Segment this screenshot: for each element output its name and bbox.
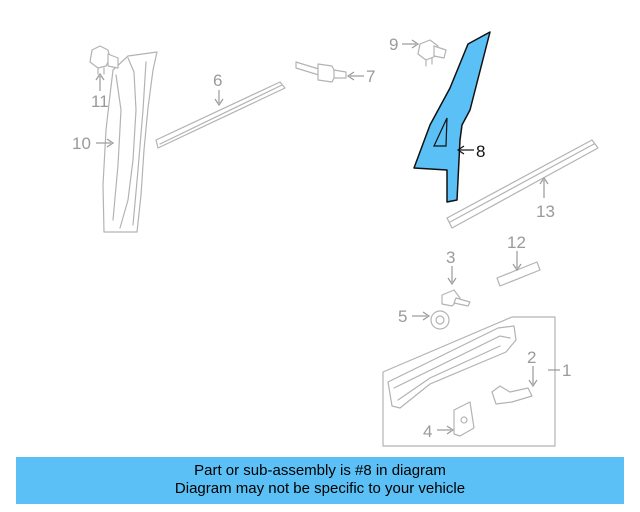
part-8-applique xyxy=(413,31,491,203)
callout-9: 9 xyxy=(389,35,398,54)
callout-7: 7 xyxy=(366,67,375,86)
part-1-door-assembly xyxy=(382,316,556,447)
part-3-screw xyxy=(441,289,471,307)
part-13-moulding xyxy=(446,139,599,229)
callout-5: 5 xyxy=(398,307,407,326)
callout-12: 12 xyxy=(507,233,526,252)
part-9-clip xyxy=(417,39,447,67)
part-10-pillar-trim xyxy=(102,51,158,233)
parts-diagram: 1 2 3 4 5 6 7 8 9 10 11 12 13 xyxy=(72,31,599,447)
callout-1: 1 xyxy=(562,361,571,380)
caption-line-2: Diagram may not be specific to your vehi… xyxy=(174,480,466,497)
part-8-fill xyxy=(413,31,491,203)
part-11-clip xyxy=(89,45,119,75)
part-6-moulding xyxy=(155,81,286,149)
leader-lines xyxy=(95,39,560,435)
callout-4: 4 xyxy=(423,422,432,441)
part-2-handle xyxy=(491,385,533,405)
callout-2: 2 xyxy=(527,348,536,367)
part-12-moulding xyxy=(496,261,541,287)
callout-10: 10 xyxy=(72,134,91,153)
callout-3: 3 xyxy=(446,248,455,267)
part-7-rivet xyxy=(295,61,347,83)
part-5-grommet xyxy=(430,310,450,330)
callout-8: 8 xyxy=(476,142,485,161)
part-4-bracket xyxy=(453,401,475,437)
caption-line-1: Part or sub-assembly is #8 in diagram xyxy=(194,462,446,479)
callout-13: 13 xyxy=(536,202,555,221)
callout-6: 6 xyxy=(213,71,222,90)
caption-banner: Part or sub-assembly is #8 in diagram Di… xyxy=(16,457,624,504)
callout-11: 11 xyxy=(91,92,109,111)
